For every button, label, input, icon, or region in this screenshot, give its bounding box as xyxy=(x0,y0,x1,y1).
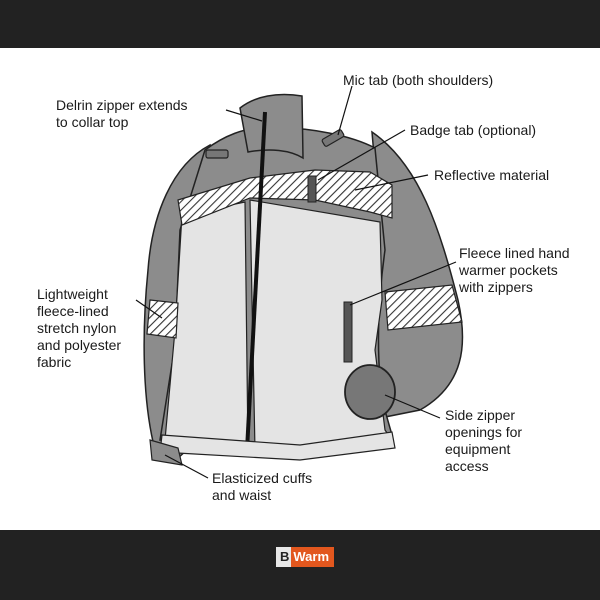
collar xyxy=(239,93,304,160)
main-zipper xyxy=(245,111,267,451)
logo-name: Warm xyxy=(291,547,335,567)
callout-pockets: Fleece lined hand warmer pockets with zi… xyxy=(459,245,570,295)
right-cuff xyxy=(344,364,396,420)
reflective-arm-band-left xyxy=(146,299,179,339)
mic-tab-left xyxy=(205,149,229,159)
logo-prefix: B xyxy=(276,547,292,567)
callout-fabric: Lightweight fleece-lined stretch nylon a… xyxy=(37,286,122,370)
badge-tab xyxy=(307,175,317,203)
callout-mic-tab: Mic tab (both shoulders) xyxy=(343,72,494,88)
callout-zipper: Delrin zipper extends to collar top xyxy=(56,97,188,130)
bwarm-logo: B Warm xyxy=(276,547,335,567)
callout-reflective: Reflective material xyxy=(434,167,550,183)
reflective-arm-band-right xyxy=(384,284,463,331)
top-band xyxy=(0,0,600,48)
callout-cuffs: Elasticized cuffs and waist xyxy=(212,470,313,503)
left-cuff xyxy=(149,439,183,466)
leader-lines xyxy=(135,85,457,479)
pocket-zipper xyxy=(343,301,353,363)
callout-badge-tab: Badge tab (optional) xyxy=(410,122,537,138)
reflective-chest-band xyxy=(177,169,393,226)
callout-side-zipper: Side zipper openings for equipment acces… xyxy=(445,407,523,474)
